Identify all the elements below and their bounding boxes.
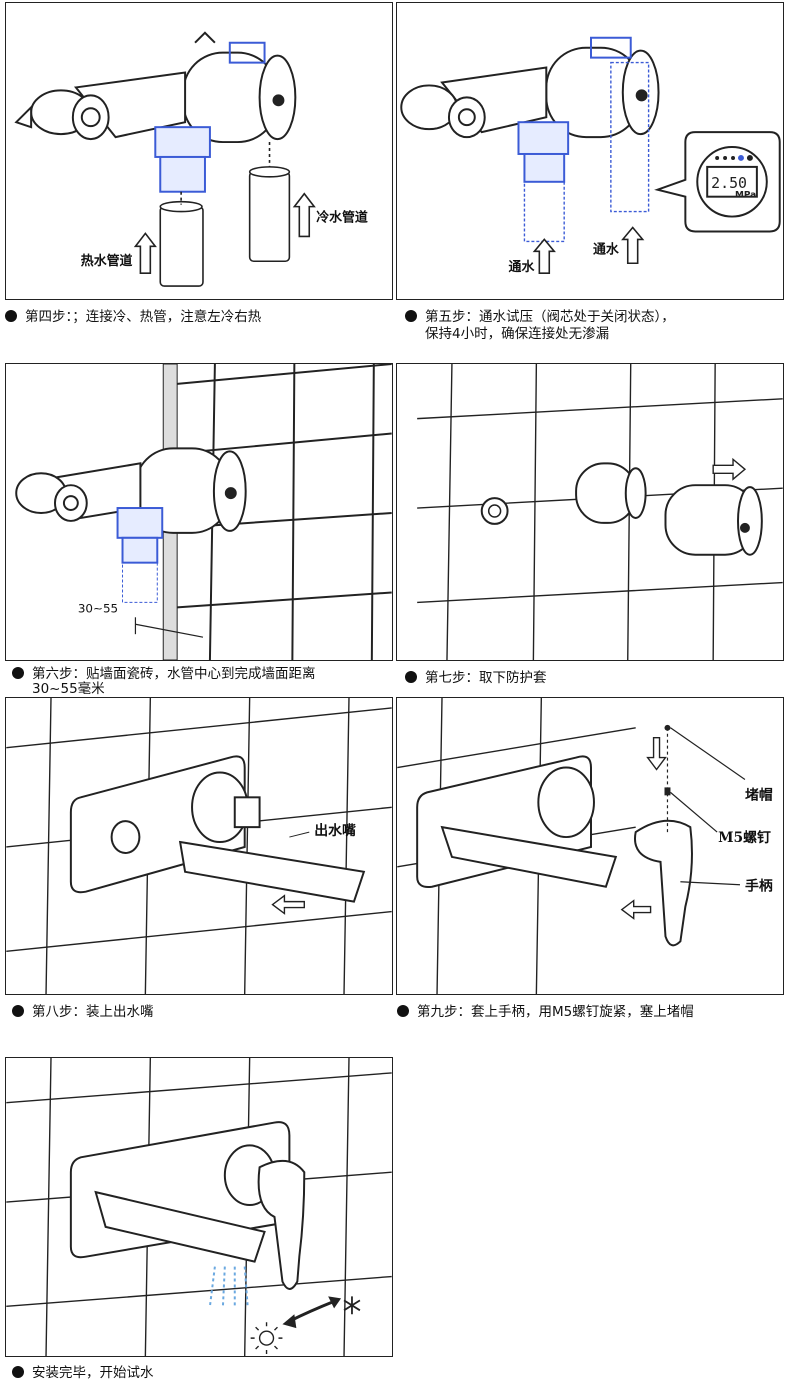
water-in-left-label: 通水 <box>509 259 536 275</box>
cap-part <box>664 724 671 731</box>
bullet-icon <box>12 667 24 679</box>
down-arrow-icon <box>646 737 667 771</box>
wall-plate <box>69 755 366 903</box>
step7-illustration <box>396 363 784 661</box>
screw-part <box>664 787 671 796</box>
hot-pipe-label: 热水管道 <box>81 253 133 269</box>
step5-illustration: 2.50 MPa 通水 通水 <box>396 2 784 300</box>
screw-label: M5螺钉 <box>718 829 771 846</box>
rotate-arrows-icon <box>282 1296 342 1329</box>
distance-label: 30~55 <box>78 601 118 615</box>
step6-caption: 第六步：贴墙面瓷砖，水管中心到完成墙面距离 30~55毫米 <box>12 666 392 696</box>
bullet-icon <box>397 1005 409 1017</box>
bullet-icon <box>405 310 417 322</box>
sun-icon <box>250 1322 283 1355</box>
bullet-icon <box>405 671 417 683</box>
final-caption: 安装完毕，开始试水 <box>12 1365 392 1382</box>
valve-body <box>14 31 297 144</box>
step7-caption: 第七步：取下防护套 <box>405 670 785 687</box>
step9-caption: 第九步：套上手柄，用M5螺钉旋紧，塞上堵帽 <box>397 1004 785 1021</box>
step8-illustration: 出水嘴 <box>5 697 393 995</box>
up-arrow-icon <box>532 226 645 274</box>
water-in-right-label: 通水 <box>593 241 620 257</box>
bullet-icon <box>12 1366 24 1378</box>
step4-illustration: 热水管道 冷水管道 <box>5 2 393 300</box>
step9-illustration: 堵帽 M5螺钉 手柄 <box>396 697 784 995</box>
step8-caption: 第八步：装上出水嘴 <box>12 1004 392 1021</box>
handle <box>634 819 693 947</box>
spout-label: 出水嘴 <box>314 822 356 839</box>
handle-label: 手柄 <box>745 878 773 895</box>
bullet-icon <box>12 1005 24 1017</box>
right-arrow-icon <box>712 457 747 481</box>
gauge-value: 2.50 <box>711 174 747 192</box>
bullet-icon <box>5 310 17 322</box>
snowflake-icon <box>343 1296 361 1315</box>
water-flow <box>208 1266 249 1309</box>
gauge-unit: MPa <box>735 191 756 201</box>
final-illustration <box>5 1057 393 1357</box>
left-arrow-icon <box>620 899 652 920</box>
step4-caption: 第四步：；连接冷、热管，注意左冷右热 <box>5 309 390 326</box>
step6-illustration: 30~55 <box>5 363 393 661</box>
step5-caption: 第五步：通水试压（阀芯处于关闭状态）， 保持4小时，确保连接处无渗漏 <box>405 309 785 343</box>
cold-pipe-label: 冷水管道 <box>316 210 368 226</box>
cap-label: 堵帽 <box>745 786 773 803</box>
left-arrow-icon <box>271 894 305 915</box>
up-arrow-icon <box>133 192 316 274</box>
